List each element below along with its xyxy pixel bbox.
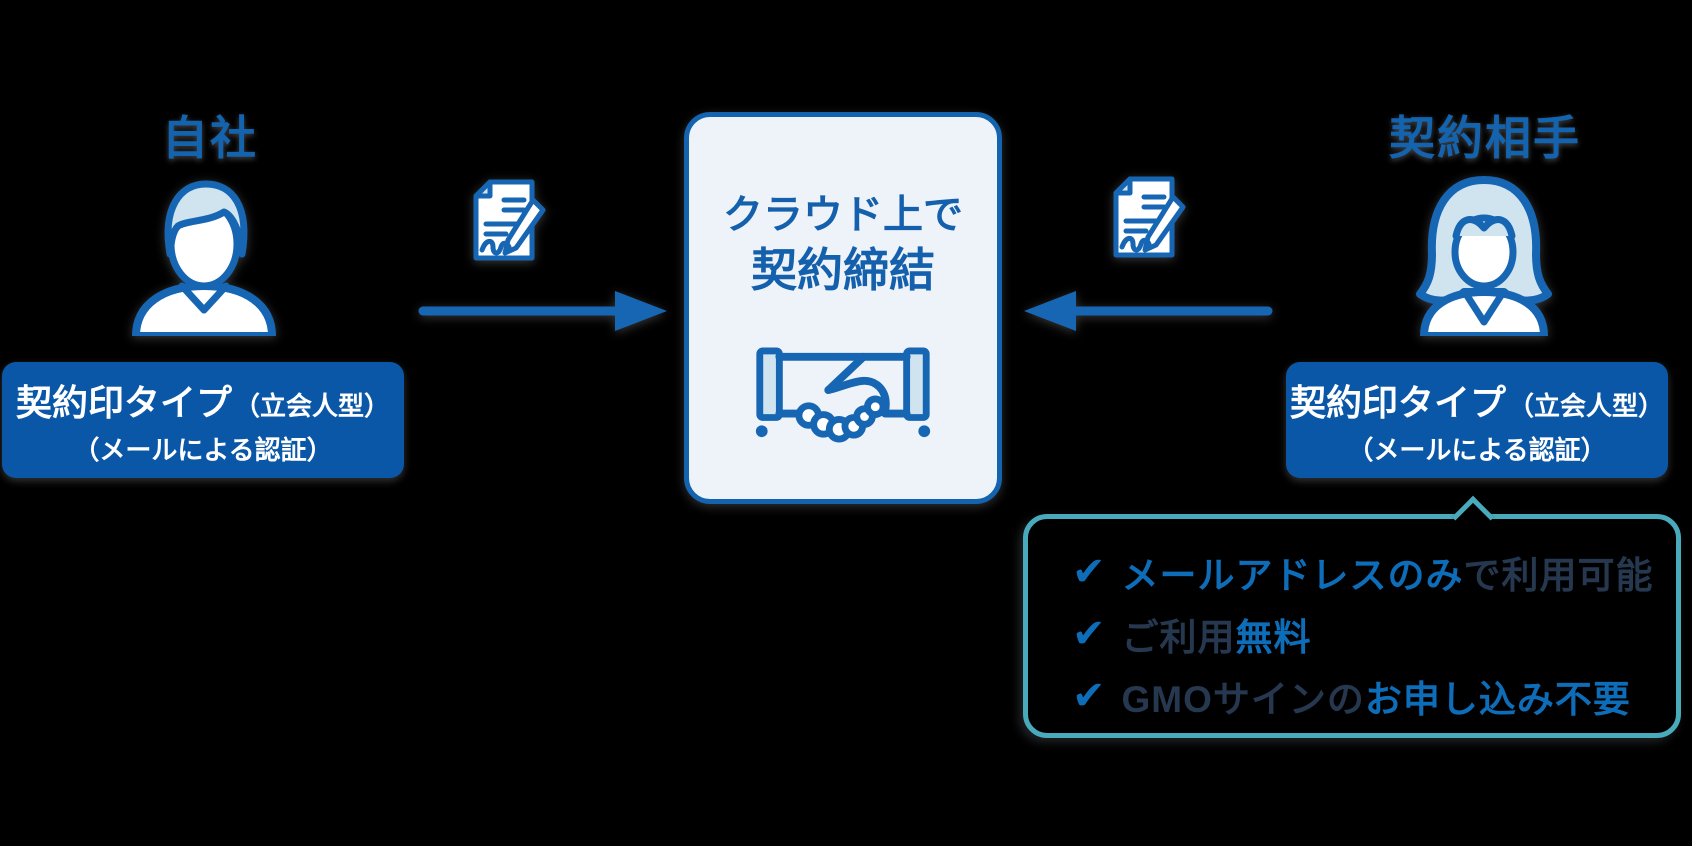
benefit-text-prefix: メールアドレスのみ: [1121, 555, 1464, 596]
cloud-contract-line2: 契約締結: [751, 244, 935, 296]
cloud-contract-line1: クラウド上で: [723, 193, 963, 237]
tag-sub-text: （立会人型）: [1508, 390, 1665, 421]
tag-main-text: 契約印タイプ: [1289, 381, 1506, 423]
benefit-item: ✔ ご利用 無料: [1072, 609, 1676, 659]
benefits-speech-bubble: ✔ メールアドレスのみ で利用可能 ✔ ご利用 無料 ✔ GMOサインの お申し…: [1023, 495, 1681, 738]
checkmark-icon: ✔: [1072, 674, 1106, 718]
benefit-text-suffix: 無料: [1235, 617, 1312, 658]
benefit-text-suffix: お申し込み不要: [1364, 679, 1631, 720]
own-company-label: 自社: [162, 112, 258, 164]
male-person-icon: [132, 180, 276, 336]
tag-line2-text: （メールによる認証）: [1347, 434, 1607, 465]
tag-line1: 契約印タイプ （立会人型）: [1290, 374, 1664, 426]
benefit-text-prefix: GMOサインの: [1121, 679, 1365, 720]
partner-contract-seal-tag: 契約印タイプ （立会人型） （メールによる認証）: [1286, 362, 1668, 478]
tag-line2-text: （メールによる認証）: [73, 434, 333, 465]
tag-main-text: 契約印タイプ: [15, 381, 232, 423]
own-contract-seal-tag: 契約印タイプ （立会人型） （メールによる認証）: [2, 362, 404, 478]
signed-document-icon: [473, 179, 546, 261]
checkmark-icon: ✔: [1072, 612, 1106, 656]
benefit-item: ✔ メールアドレスのみ で利用可能: [1072, 547, 1676, 597]
benefit-text-prefix: ご利用: [1121, 617, 1236, 658]
arrow-right-icon: [418, 291, 667, 331]
checkmark-icon: ✔: [1072, 550, 1106, 594]
benefit-text-suffix: で利用可能: [1463, 555, 1654, 596]
cloud-contract-card: クラウド上で 契約締結: [684, 112, 1002, 504]
handshake-icon: [755, 347, 931, 443]
tag-line1: 契約印タイプ （立会人型）: [16, 374, 390, 426]
tag-sub-text: （立会人型）: [234, 390, 391, 421]
contract-partner-label: 契約相手: [1389, 112, 1581, 164]
benefit-item: ✔ GMOサインの お申し込み不要: [1072, 671, 1676, 721]
speech-bubble-caret: [1451, 495, 1495, 539]
signed-document-icon: [1113, 176, 1186, 258]
arrow-left-icon: [1024, 291, 1273, 331]
female-person-icon: [1416, 176, 1552, 336]
